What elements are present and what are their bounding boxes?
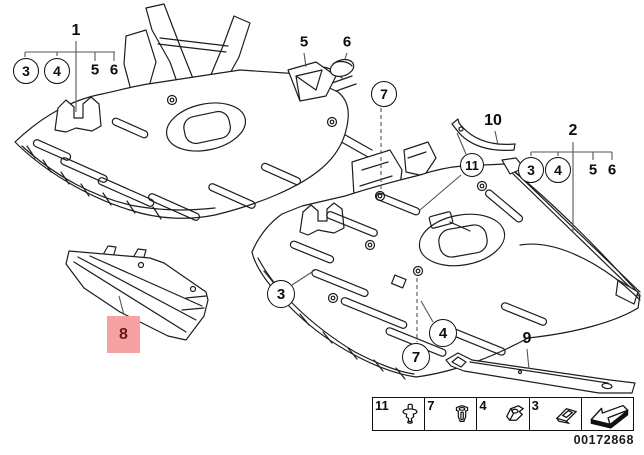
- callout-circle-4-right: 4: [545, 157, 571, 183]
- callout-label-6: 6: [109, 61, 119, 79]
- diagram-id: 00172868: [573, 433, 634, 447]
- callout-label-5-right: 5: [588, 161, 598, 179]
- legend-cell-arrow: [582, 398, 633, 430]
- callout-label-9: 9: [522, 330, 532, 347]
- callout-label-1: 1: [71, 22, 81, 39]
- legend-cell-3: 3: [530, 398, 582, 430]
- underbody-shield-left: [14, 66, 349, 221]
- expansion-nut-icon: [456, 405, 469, 422]
- part-9-rail: [445, 352, 636, 394]
- legend-number-3: 3: [531, 398, 539, 413]
- expanding-rivet-icon: [402, 403, 418, 424]
- fastener-legend: 11 7 4 3: [372, 397, 634, 431]
- callout-circle-3: 3: [13, 58, 39, 84]
- callout-label-6-right: 6: [607, 161, 617, 179]
- legend-cell-11: 11: [373, 398, 426, 430]
- callout-circle-4: 4: [44, 58, 70, 84]
- callout-circle-3-left: 3: [267, 280, 295, 308]
- legend-number-7: 7: [427, 398, 435, 413]
- highlighted-callout-8: 8: [107, 316, 140, 353]
- callout-circle-3-right: 3: [518, 157, 544, 183]
- direction-arrow-icon: [590, 404, 629, 429]
- underbody-shield-right: [251, 157, 641, 380]
- callout-circle-7-lower: 7: [402, 343, 430, 371]
- legend-number-11: 11: [375, 398, 389, 413]
- legend-cell-7: 7: [425, 398, 478, 430]
- callout-circle-7-upper: 7: [371, 81, 397, 107]
- legend-number-4: 4: [479, 398, 487, 413]
- part-5-bracket: [287, 61, 337, 102]
- callout-circle-4-lower: 4: [429, 319, 457, 347]
- part-10-strip: [451, 118, 516, 151]
- callout-label-part6: 6: [342, 33, 352, 51]
- callout-label-5: 5: [90, 61, 100, 79]
- part-8-sill-shield: [65, 245, 209, 341]
- callout-label-part5: 5: [299, 33, 309, 51]
- callout-circle-11: 11: [460, 153, 484, 177]
- legend-cell-4: 4: [477, 398, 530, 430]
- leader-lines: [24, 41, 613, 370]
- callout-label-10: 10: [484, 112, 502, 129]
- callout-label-2: 2: [568, 122, 578, 139]
- part-6-cap: [329, 58, 355, 78]
- speed-nut-icon: [555, 407, 578, 424]
- body-clip-icon: [505, 404, 524, 421]
